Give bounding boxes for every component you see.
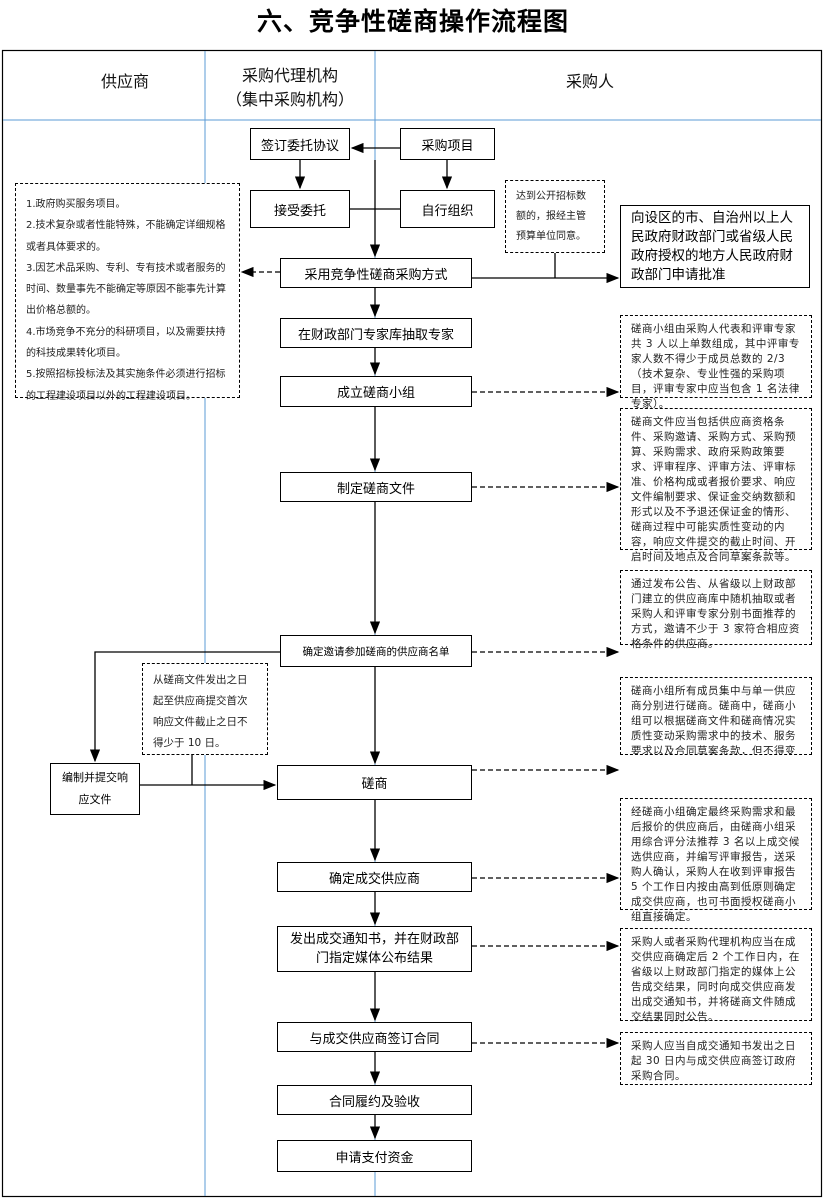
step-issue-notice: 发出成交通知书，并在财政部门指定媒体公布结果 [277, 926, 472, 972]
agency-label-line2: （集中采购机构） [225, 90, 354, 109]
note-docs: 磋商文件应当包括供应商资格条件、采购邀请、采购方式、采购预算、采购需求、政府采购… [620, 408, 812, 563]
case-item: 2.技术复杂或者性能特殊，不能确定详细规格或者具体要求的。 [26, 220, 226, 253]
step-form-team: 成立磋商小组 [280, 376, 472, 407]
arrow-invite-to-response [89, 651, 280, 763]
step-prepare-response: 编制并提交响应文件 [50, 763, 140, 815]
step-draft-docs: 制定磋商文件 [280, 472, 472, 502]
page-title: 六、竞争性磋商操作流程图 [256, 7, 569, 36]
step-self-organize: 自行组织 [400, 190, 495, 228]
step-extract-experts: 在财政部门专家库抽取专家 [280, 318, 472, 348]
case-item: 3.因艺术品采购、专利、专有技术或者服务的时间、数量事先不能确定等原因不能事先计… [26, 262, 226, 317]
step-sign-agreement: 签订委托协议 [250, 128, 350, 160]
note-team: 磋商小组由采购人代表和评审专家共 3 人以上单数组成，其中评审专家人数不得少于成… [620, 315, 812, 410]
note-deadline: 从磋商文件发出之日起至供应商提交首次响应文件截止之日不得少于 10 日。 [142, 663, 268, 755]
step-apply-payment: 申请支付资金 [277, 1140, 472, 1172]
agency-label-line1: 采购代理机构 [241, 66, 338, 85]
case-item: 1.政府购买服务项目。 [26, 199, 126, 210]
step-sign-contract: 与成交供应商签订合同 [277, 1022, 472, 1052]
note-contract: 采购人应当自成交通知书发出之日起 30 日内与成交供应商签订政府采购合同。 [620, 1032, 812, 1085]
step-accept-commission: 接受委托 [250, 190, 350, 228]
note-applicable-cases: 1.政府购买服务项目。 2.技术复杂或者性能特殊，不能确定详细规格或者具体要求的… [15, 183, 240, 402]
step-confirm-winner: 确定成交供应商 [277, 862, 472, 892]
case-item: 4.市场竞争不充分的科研项目，以及需要扶持的科技成果转化项目。 [26, 326, 226, 360]
note-negotiation: 磋商小组所有成员集中与单一供应商分别进行磋商。磋商中，磋商小组可以根据磋商文件和… [620, 677, 812, 755]
outer-frame [1, 49, 823, 1198]
step-negotiate: 磋商 [277, 765, 472, 800]
note-invite: 通过发布公告、从省级以上财政部门建立的供应商库中随机抽取或者采购人和评审专家分别… [620, 570, 812, 650]
step-confirm-suppliers: 确定邀请参加磋商的供应商名单 [280, 635, 472, 667]
note-threshold: 达到公开招标数额的，报经主管预算单位同意。 [505, 180, 605, 253]
case-item: 5.按照招标投标法及其实施条件必须进行招标的工程建设项目以外的工程建设项目。 [26, 369, 226, 402]
note-announce: 采购人或者采购代理机构应当在成交供应商确定后 2 个工作日内，在省级以上财政部门… [620, 928, 812, 1023]
lane-header-agency: 采购代理机构 （集中采购机构） [215, 64, 365, 112]
step-adopt-method: 采用竞争性磋商采购方式 [280, 258, 472, 288]
lane-header-supplier: 供应商 [100, 72, 149, 91]
lane-header-purchaser: 采购人 [565, 72, 614, 91]
note-winner: 经磋商小组确定最终采购需求和最后报价的供应商后，由磋商小组采用综合评分法推荐 3… [620, 798, 812, 923]
step-perform-accept: 合同履约及验收 [277, 1085, 472, 1115]
step-purchase-project: 采购项目 [400, 128, 495, 160]
step-apply-approval: 向设区的市、自治州以上人民政府财政部门或省级人民政府授权的地方人民政府财政部门申… [620, 205, 810, 288]
